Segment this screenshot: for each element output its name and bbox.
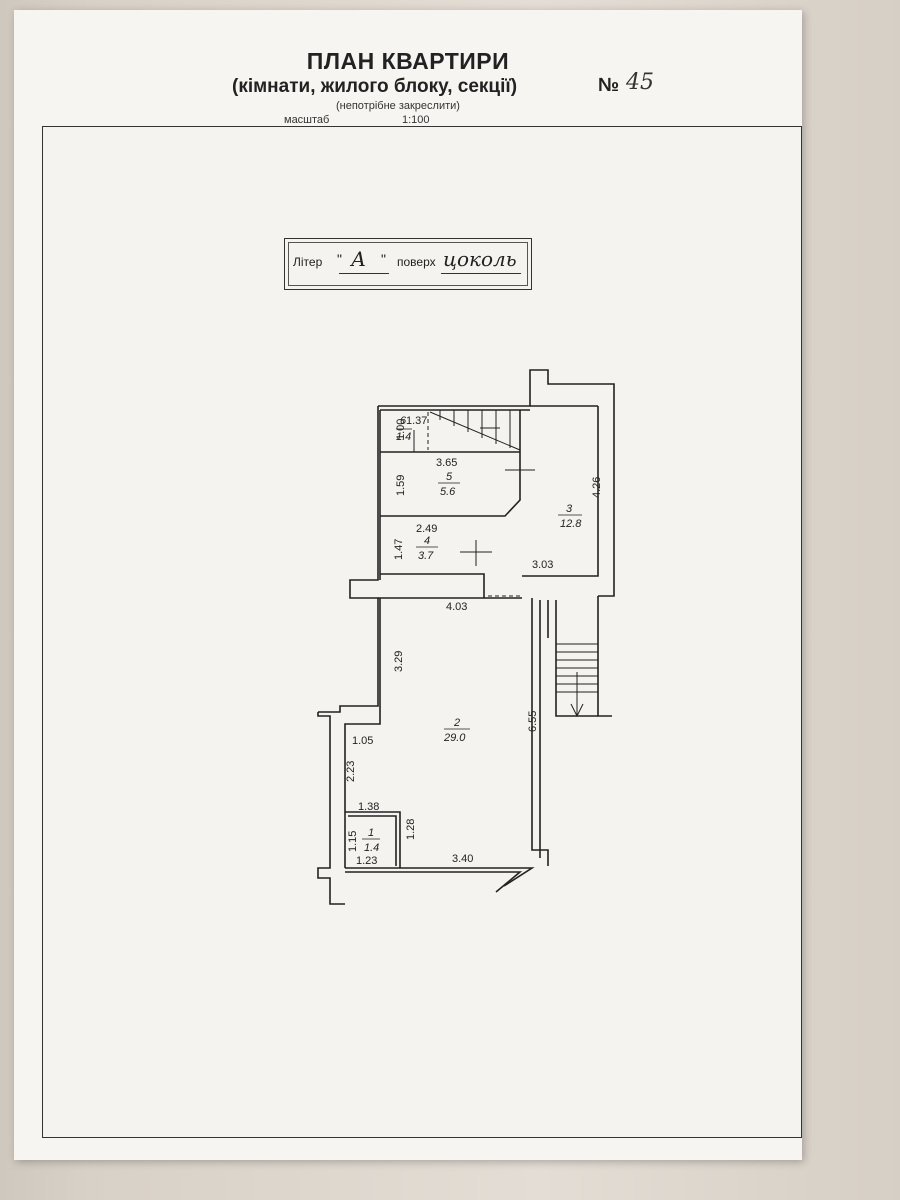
room-5-number: 5: [446, 471, 453, 483]
dim-3-65: 3.65: [436, 457, 457, 469]
dim-3-29: 3.29: [393, 651, 405, 672]
wall-partition-4-south: [380, 573, 485, 598]
litera-floor-box: Літер " А " поверх цоколь: [284, 238, 532, 290]
dim-2-23: 2.23: [345, 761, 357, 782]
number-label: №: [598, 75, 620, 96]
dim-1-28: 1.28: [405, 819, 417, 840]
litera-value: А: [351, 247, 367, 271]
litera-quote-close: ": [381, 251, 386, 267]
room-1-number: 1: [368, 827, 374, 839]
document-title: ПЛАН КВАРТИРИ: [306, 48, 510, 74]
scale-value: 1:100: [402, 114, 430, 126]
document-subtitle: (кімнати, жилого блоку, секції): [232, 76, 518, 97]
room-4-number: 4: [424, 535, 430, 547]
floor-value: цоколь: [443, 247, 517, 271]
floor-label: поверх: [397, 255, 436, 269]
wall-partition-3-west: [480, 410, 521, 517]
room-5-area: 5.6: [440, 486, 456, 498]
litera-underline: [339, 273, 389, 274]
dim-1-59: 1.59: [395, 475, 407, 496]
room-3-area: 12.8: [560, 518, 582, 530]
floor-underline: [441, 273, 521, 274]
upper-stair-diagonal: [429, 411, 521, 451]
dim-1-37: 1.37: [406, 415, 427, 427]
stair-outer-right: [597, 596, 612, 717]
dim-1-38: 1.38: [358, 801, 379, 813]
dim-1-05: 1.05: [352, 735, 373, 747]
stair-arrow-head: [570, 703, 584, 718]
strike-note: (непотрібне закреслити): [336, 100, 460, 112]
room-3-number: 3: [566, 503, 573, 515]
wall-south-outer: [345, 871, 523, 893]
dim-4-26: 4.26: [591, 477, 603, 498]
room-2-number: 2: [453, 717, 460, 729]
handwritten-number: 45: [626, 70, 654, 95]
dim-6-55: 6.55: [527, 711, 539, 732]
litera-label: Літер: [293, 255, 323, 269]
wall-south: [345, 867, 535, 887]
room-6-area: 1.4: [396, 431, 411, 443]
document-sheet: ПЛАН КВАРТИРИ (кімнати, жилого блоку, се…: [14, 10, 802, 1160]
room-6-number: 6: [400, 415, 407, 427]
dim-1-47: 1.47: [393, 539, 405, 560]
stair-wall-inner: [555, 600, 598, 717]
wall-inner-west-main: [344, 598, 381, 868]
dim-1-23: 1.23: [356, 855, 377, 867]
dim-4-03: 4.03: [446, 601, 467, 613]
wall-wc-box: [345, 811, 401, 868]
litera-quote-open: ": [337, 251, 342, 267]
dim-3-40: 3.40: [452, 853, 473, 865]
dim-1-15: 1.15: [347, 831, 359, 852]
wall-outer-west-lower: [317, 712, 345, 905]
dim-2-49: 2.49: [416, 523, 437, 535]
room-4-area: 3.7: [418, 550, 434, 562]
wall-north: [378, 369, 615, 597]
wall-east-room3: [522, 406, 599, 577]
room-2-area: 29.0: [443, 732, 466, 744]
dim-3-03: 3.03: [532, 559, 553, 571]
litera-box-inner-border: [288, 242, 528, 286]
drawing-frame: [42, 126, 802, 1138]
scale-label: масштаб: [284, 114, 330, 126]
wall-outer-west-upper: [318, 406, 379, 713]
room-1-area: 1.4: [364, 842, 379, 854]
